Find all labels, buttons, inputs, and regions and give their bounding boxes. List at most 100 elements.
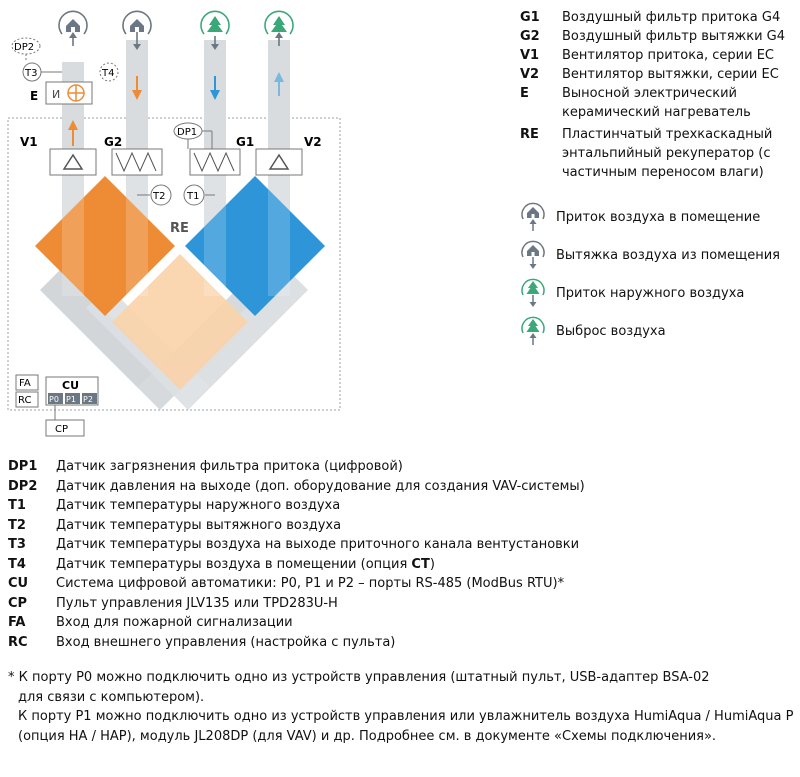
icon-legend-row: Вытяжка воздуха из помещения: [518, 236, 798, 274]
sensor-desc-pre: Датчик температуры воздуха в помещении (…: [56, 556, 412, 572]
sensor-row: DP1 Датчик загрязнения фильтра притока (ц…: [8, 457, 798, 477]
sensor-desc: Датчик температуры воздуха на выходе при…: [56, 537, 580, 552]
fan-v2-icon: [268, 153, 290, 170]
fa-label: FA: [19, 378, 31, 389]
sensor-row: T4 Датчик температуры воздуха в помещении…: [8, 555, 798, 575]
footnote-line: для связи с компьютером).: [18, 689, 205, 705]
sensor-code: DP2: [8, 478, 38, 494]
sensor-desc-bold: CT: [411, 556, 430, 572]
v1-label: V1: [20, 135, 38, 149]
legend-desc: Вентилятор притока, серии EC: [562, 48, 775, 63]
airflow-icon-legend: Приток воздуха в помещение Вытяжка возду…: [518, 198, 798, 350]
sensor-row: FA Вход для пожарной сигнализации: [8, 613, 798, 633]
legend-code: E: [520, 86, 529, 101]
sensor-desc: Датчик загрязнения фильтра притока (цифр…: [56, 459, 403, 474]
outdoor-in-arrow-head: [210, 90, 220, 100]
icon-legend-row: Приток воздуха в помещение: [518, 198, 798, 236]
control-panel-cp: [45, 419, 85, 437]
sensor-code: CU: [8, 576, 29, 591]
p2-label: P2: [83, 395, 93, 404]
cu-label: CU: [62, 379, 79, 392]
g2-label: G2: [104, 135, 122, 149]
sensor-desc-post: ): [429, 556, 435, 572]
sensor-code: T1: [8, 498, 26, 513]
sensor-desc: Датчик давления на выходе (доп. оборудов…: [56, 478, 585, 494]
duct-overlay-4: [268, 176, 290, 296]
fan-v1-icon: [62, 153, 84, 170]
gray-channel-left-lower: [40, 268, 160, 388]
legend-row-e: E Выносной электрический керамический на…: [520, 84, 795, 122]
e-label: E: [30, 89, 38, 103]
legend-row-re: RE Пластинчатый трехкаскадный энтальпийн…: [520, 125, 795, 182]
duct-overlay-3: [204, 176, 226, 296]
legend-code: G2: [520, 29, 540, 44]
v2-label: V2: [304, 135, 322, 149]
component-legend: G1 Воздушный фильтр притока G4 G2 Воздуш…: [520, 8, 795, 182]
legend-desc: Вентилятор вытяжки, серии EC: [562, 67, 779, 82]
p1-label: P1: [66, 395, 76, 404]
p0-label: P0: [49, 395, 59, 404]
dp1-label: DP1: [177, 127, 197, 138]
legend-code: RE: [520, 127, 539, 142]
house-incoming-icon: [122, 10, 152, 50]
duct-overlay-1: [62, 176, 84, 296]
sensor-row: RC Вход внешнего управления (настройка с …: [8, 633, 798, 653]
icon-legend-label: Выброс воздуха: [556, 323, 666, 339]
port-p0: [48, 393, 63, 404]
gray-channel-right-lower: [188, 268, 308, 388]
t2-label: T2: [152, 191, 165, 202]
legend-code: V2: [520, 67, 540, 82]
sensor-code: T2: [8, 517, 26, 533]
ventilation-diagram: RE V1 G2 G1 V2 DP1 T2 T1 E И DP2 T3 T4: [7, 10, 341, 437]
icon-legend-label: Вытяжка воздуха из помещения: [556, 247, 781, 263]
legend-desc: Воздушный фильтр вытяжки G4: [562, 29, 786, 44]
exhaust-in-arrow-head: [132, 90, 142, 100]
tree-outgoing-icon: [264, 10, 294, 46]
g1-label: G1: [236, 135, 254, 149]
t4-sensor: [99, 62, 119, 82]
sensor-desc: Датчик температуры вытяжного воздуха: [56, 517, 342, 533]
footnote-line: * К порту P0 можно подключить одно из ус…: [8, 670, 710, 685]
t4-label: T4: [101, 68, 114, 79]
port-p1: [65, 393, 80, 404]
legend-code: V1: [520, 48, 540, 63]
t2-sensor: [150, 184, 172, 206]
sensor-desc: Вход для пожарной сигнализации: [56, 615, 293, 630]
icon-legend-row: Приток наружного воздуха: [518, 274, 798, 312]
tree-incoming-icon: [200, 10, 230, 50]
sensor-legend: DP1 Датчик загрязнения фильтра притока (ц…: [8, 457, 798, 652]
heater-glyph: И: [52, 88, 60, 101]
house-outgoing-icon: [58, 10, 88, 46]
sensor-code: FA: [8, 615, 26, 630]
sensor-code: T3: [8, 537, 26, 552]
cp-label: CP: [55, 424, 68, 435]
rc-label: RC: [18, 395, 31, 406]
house-out-icon: [521, 240, 545, 269]
recuperator-stage-1: [35, 176, 175, 316]
sensor-row: T3 Датчик температуры воздуха на выходе п…: [8, 535, 798, 555]
sensor-desc: Вход внешнего управления (настройка с пу…: [56, 634, 396, 650]
legend-desc: Выносной электрический керамический нагр…: [562, 86, 751, 120]
sensor-row: DP2 Датчик давления на выходе (доп. обору…: [8, 477, 798, 497]
sensor-code: DP1: [8, 459, 38, 474]
port-p2: [82, 393, 97, 404]
legend-row-v1: V1 Вентилятор притока, серии EC: [520, 46, 795, 65]
rc-input: [15, 391, 39, 408]
filter-g1-icon: [193, 151, 235, 173]
tree-in-icon: [521, 278, 545, 307]
legend-row-v2: V2 Вентилятор вытяжки, серии EC: [520, 65, 795, 84]
house-in-icon: [521, 202, 545, 231]
sensor-code: T4: [8, 556, 26, 572]
footnote-line: К порту P1 можно подключить одно из устр…: [18, 709, 794, 724]
duct-overlay-2: [126, 176, 148, 296]
t1-label: T1: [186, 191, 199, 202]
t3-label: T3: [24, 68, 37, 79]
sensor-code: RC: [8, 634, 28, 650]
fan-v2: [255, 148, 303, 176]
icon-legend-row: Выброс воздуха: [518, 312, 798, 350]
recuperator-stage-3: [112, 254, 248, 390]
footnote: * К порту P0 можно подключить одно из ус…: [8, 668, 798, 746]
